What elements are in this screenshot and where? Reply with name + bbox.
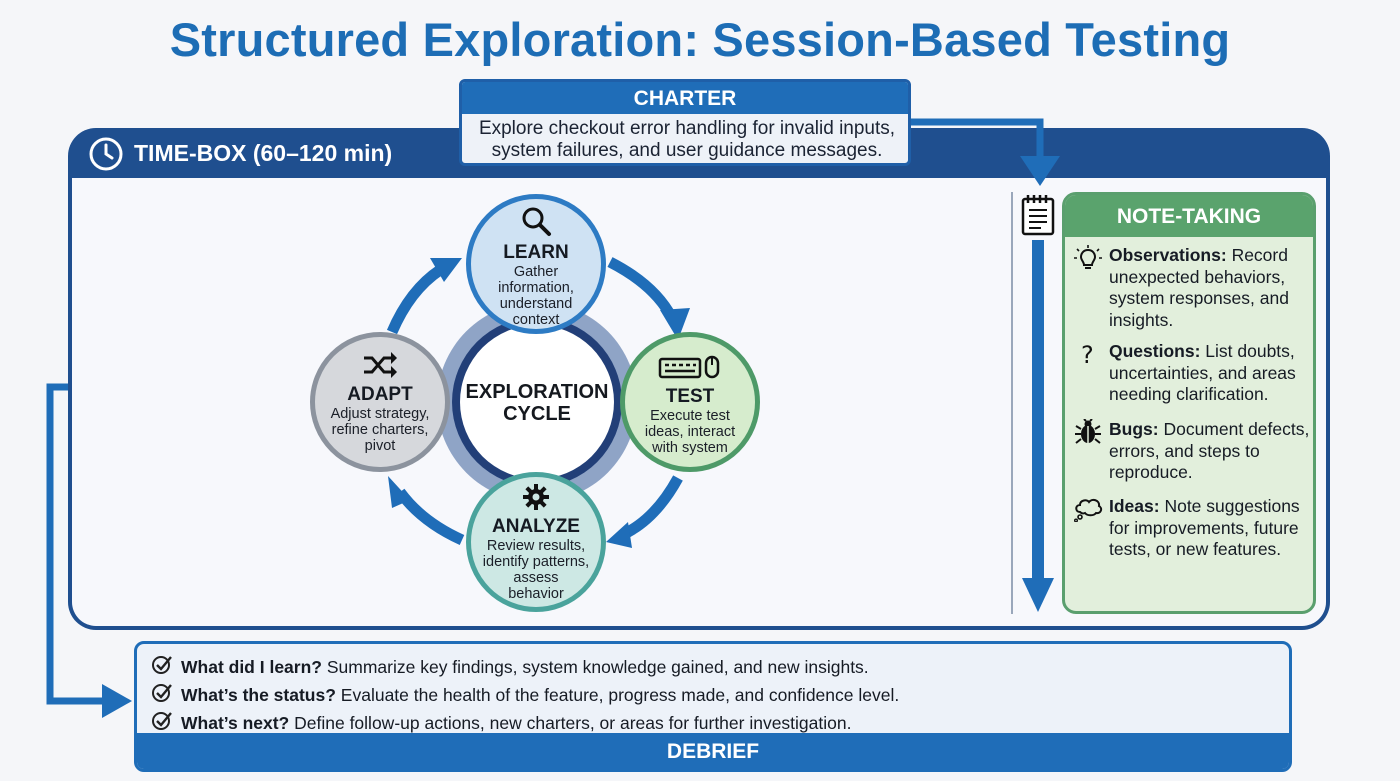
cycle-center-line: CYCLE: [503, 403, 571, 425]
debrief-title: DEBRIEF: [137, 733, 1289, 769]
node-text-line: Adjust strategy,: [330, 406, 430, 422]
debrief-text: Define follow-up actions, new charters, …: [294, 713, 852, 733]
node-text-line: context: [512, 312, 560, 328]
analyze-to-adapt-arrow: [395, 488, 465, 546]
shuffle-icon: [364, 352, 397, 378]
page-title: Structured Exploration: Session-Based Te…: [169, 13, 1231, 66]
node-text-line: pivot: [364, 438, 396, 454]
note-taking-title: NOTE-TAKING: [1065, 195, 1313, 237]
notes-flow-arrowhead: [1022, 578, 1054, 612]
note-taking-panel: NOTE-TAKING Observations: Record unexpec…: [1062, 192, 1316, 614]
debrief-label: What did I learn?: [181, 657, 322, 677]
node-text-line: Review results,: [486, 538, 586, 554]
cycle-node-learn: LEARN Gather information, understand con…: [466, 194, 606, 334]
learn-to-test-arrow: [607, 257, 677, 321]
cycle-center-line: EXPLORATION: [465, 381, 609, 403]
magnifier-icon: [522, 207, 551, 236]
notepad-icon: [1021, 195, 1055, 236]
notes-divider: [1011, 192, 1013, 614]
node-text-line: information,: [498, 280, 574, 296]
analyze-to-adapt-arrowhead: [388, 476, 410, 508]
bug-icon: [1075, 419, 1101, 444]
note-text: Record unexpected behaviors, system resp…: [1109, 245, 1289, 330]
node-text-line: Gather: [513, 264, 559, 280]
debrief-text: Summarize key findings, system knowledge…: [326, 657, 869, 677]
note-item-bugs: Bugs: Document defects, errors, and step…: [1073, 419, 1311, 484]
node-text-line: refine charters,: [331, 422, 429, 438]
debrief-box: What did I learn? Summarize key findings…: [134, 641, 1292, 772]
debrief-text: Evaluate the health of the feature, prog…: [340, 685, 900, 705]
charter-text-line: Explore checkout error handling for inva…: [478, 118, 896, 139]
debrief-item-next: What’s next? Define follow-up actions, n…: [151, 710, 851, 734]
node-text-line: behavior: [508, 586, 564, 602]
charter-text: Explore checkout error handling for inva…: [472, 118, 902, 162]
note-label: Observations:: [1109, 245, 1227, 265]
debrief-item-status: What’s the status? Evaluate the health o…: [151, 682, 899, 706]
node-text-line: with system: [652, 440, 728, 456]
timebox-to-debrief-arrow: [46, 383, 108, 705]
check-circle-icon: [152, 712, 172, 730]
clock-icon: [89, 137, 123, 171]
svg-text:?: ?: [1081, 341, 1094, 367]
charter-text-line: system failures, and user guidance messa…: [491, 140, 883, 161]
timebox-label: TIME-BOX (60–120 min): [134, 140, 393, 166]
node-text-line: ideas, interact: [644, 424, 736, 440]
charter-to-notes-arrowhead: [1020, 156, 1060, 186]
check-circle-icon: [152, 656, 172, 674]
test-to-analyze-arrow: [619, 475, 683, 541]
timebox-to-debrief-arrowhead: [102, 684, 132, 718]
node-text-line: assess: [513, 570, 559, 586]
cycle-node-adapt: ADAPT Adjust strategy, refine charters, …: [310, 332, 450, 472]
note-label: Bugs:: [1109, 419, 1159, 439]
note-label: Ideas:: [1109, 496, 1160, 516]
debrief-label: What’s the status?: [181, 685, 336, 705]
thought-bubble-icon: [1074, 498, 1103, 522]
note-item-observations: Observations: Record unexpected behavior…: [1073, 245, 1311, 331]
node-title: ANALYZE: [492, 516, 580, 537]
cycle-node-analyze: ANALYZE Review results, identify pattern…: [466, 472, 606, 612]
learn-to-test-arrowhead: [660, 308, 690, 340]
note-item-ideas: Ideas: Note suggestions for improvements…: [1073, 496, 1311, 561]
charter-to-notes-arrow: [911, 118, 1044, 164]
charter-box: CHARTER Explore checkout error handling …: [459, 79, 911, 166]
note-text: List doubts, uncertainties, and areas ne…: [1109, 341, 1296, 404]
note-label: Questions:: [1109, 341, 1201, 361]
note-text: Document defects, errors, and steps to r…: [1109, 419, 1310, 482]
node-text-line: understand: [499, 296, 573, 312]
node-title: ADAPT: [347, 384, 413, 405]
charter-title: CHARTER: [462, 82, 908, 114]
test-to-analyze-arrowhead: [606, 522, 632, 548]
note-text: Note suggestions for improvements, futur…: [1109, 496, 1300, 559]
node-title: LEARN: [503, 242, 569, 263]
keyboard-mouse-icon: [658, 355, 720, 379]
question-icon: ?: [1081, 341, 1094, 367]
adapt-to-learn-arrowhead: [430, 258, 462, 282]
cycle-center: EXPLORATION CYCLE: [460, 325, 614, 479]
gear-icon: [523, 484, 549, 510]
note-item-questions: ? Questions: List doubts, uncertainties,…: [1073, 341, 1311, 406]
node-text-line: Execute test: [650, 408, 730, 424]
node-title: TEST: [665, 386, 715, 407]
debrief-item-learn: What did I learn? Summarize key findings…: [151, 654, 869, 678]
check-circle-icon: [152, 684, 172, 702]
cycle-node-test: TEST Execute test ideas, interact with s…: [620, 332, 760, 472]
node-text-line: identify patterns,: [482, 554, 590, 570]
notes-flow-line: [1032, 240, 1044, 580]
adapt-to-learn-arrow: [386, 265, 444, 335]
lightbulb-icon: [1074, 245, 1102, 269]
debrief-label: What’s next?: [181, 713, 290, 733]
